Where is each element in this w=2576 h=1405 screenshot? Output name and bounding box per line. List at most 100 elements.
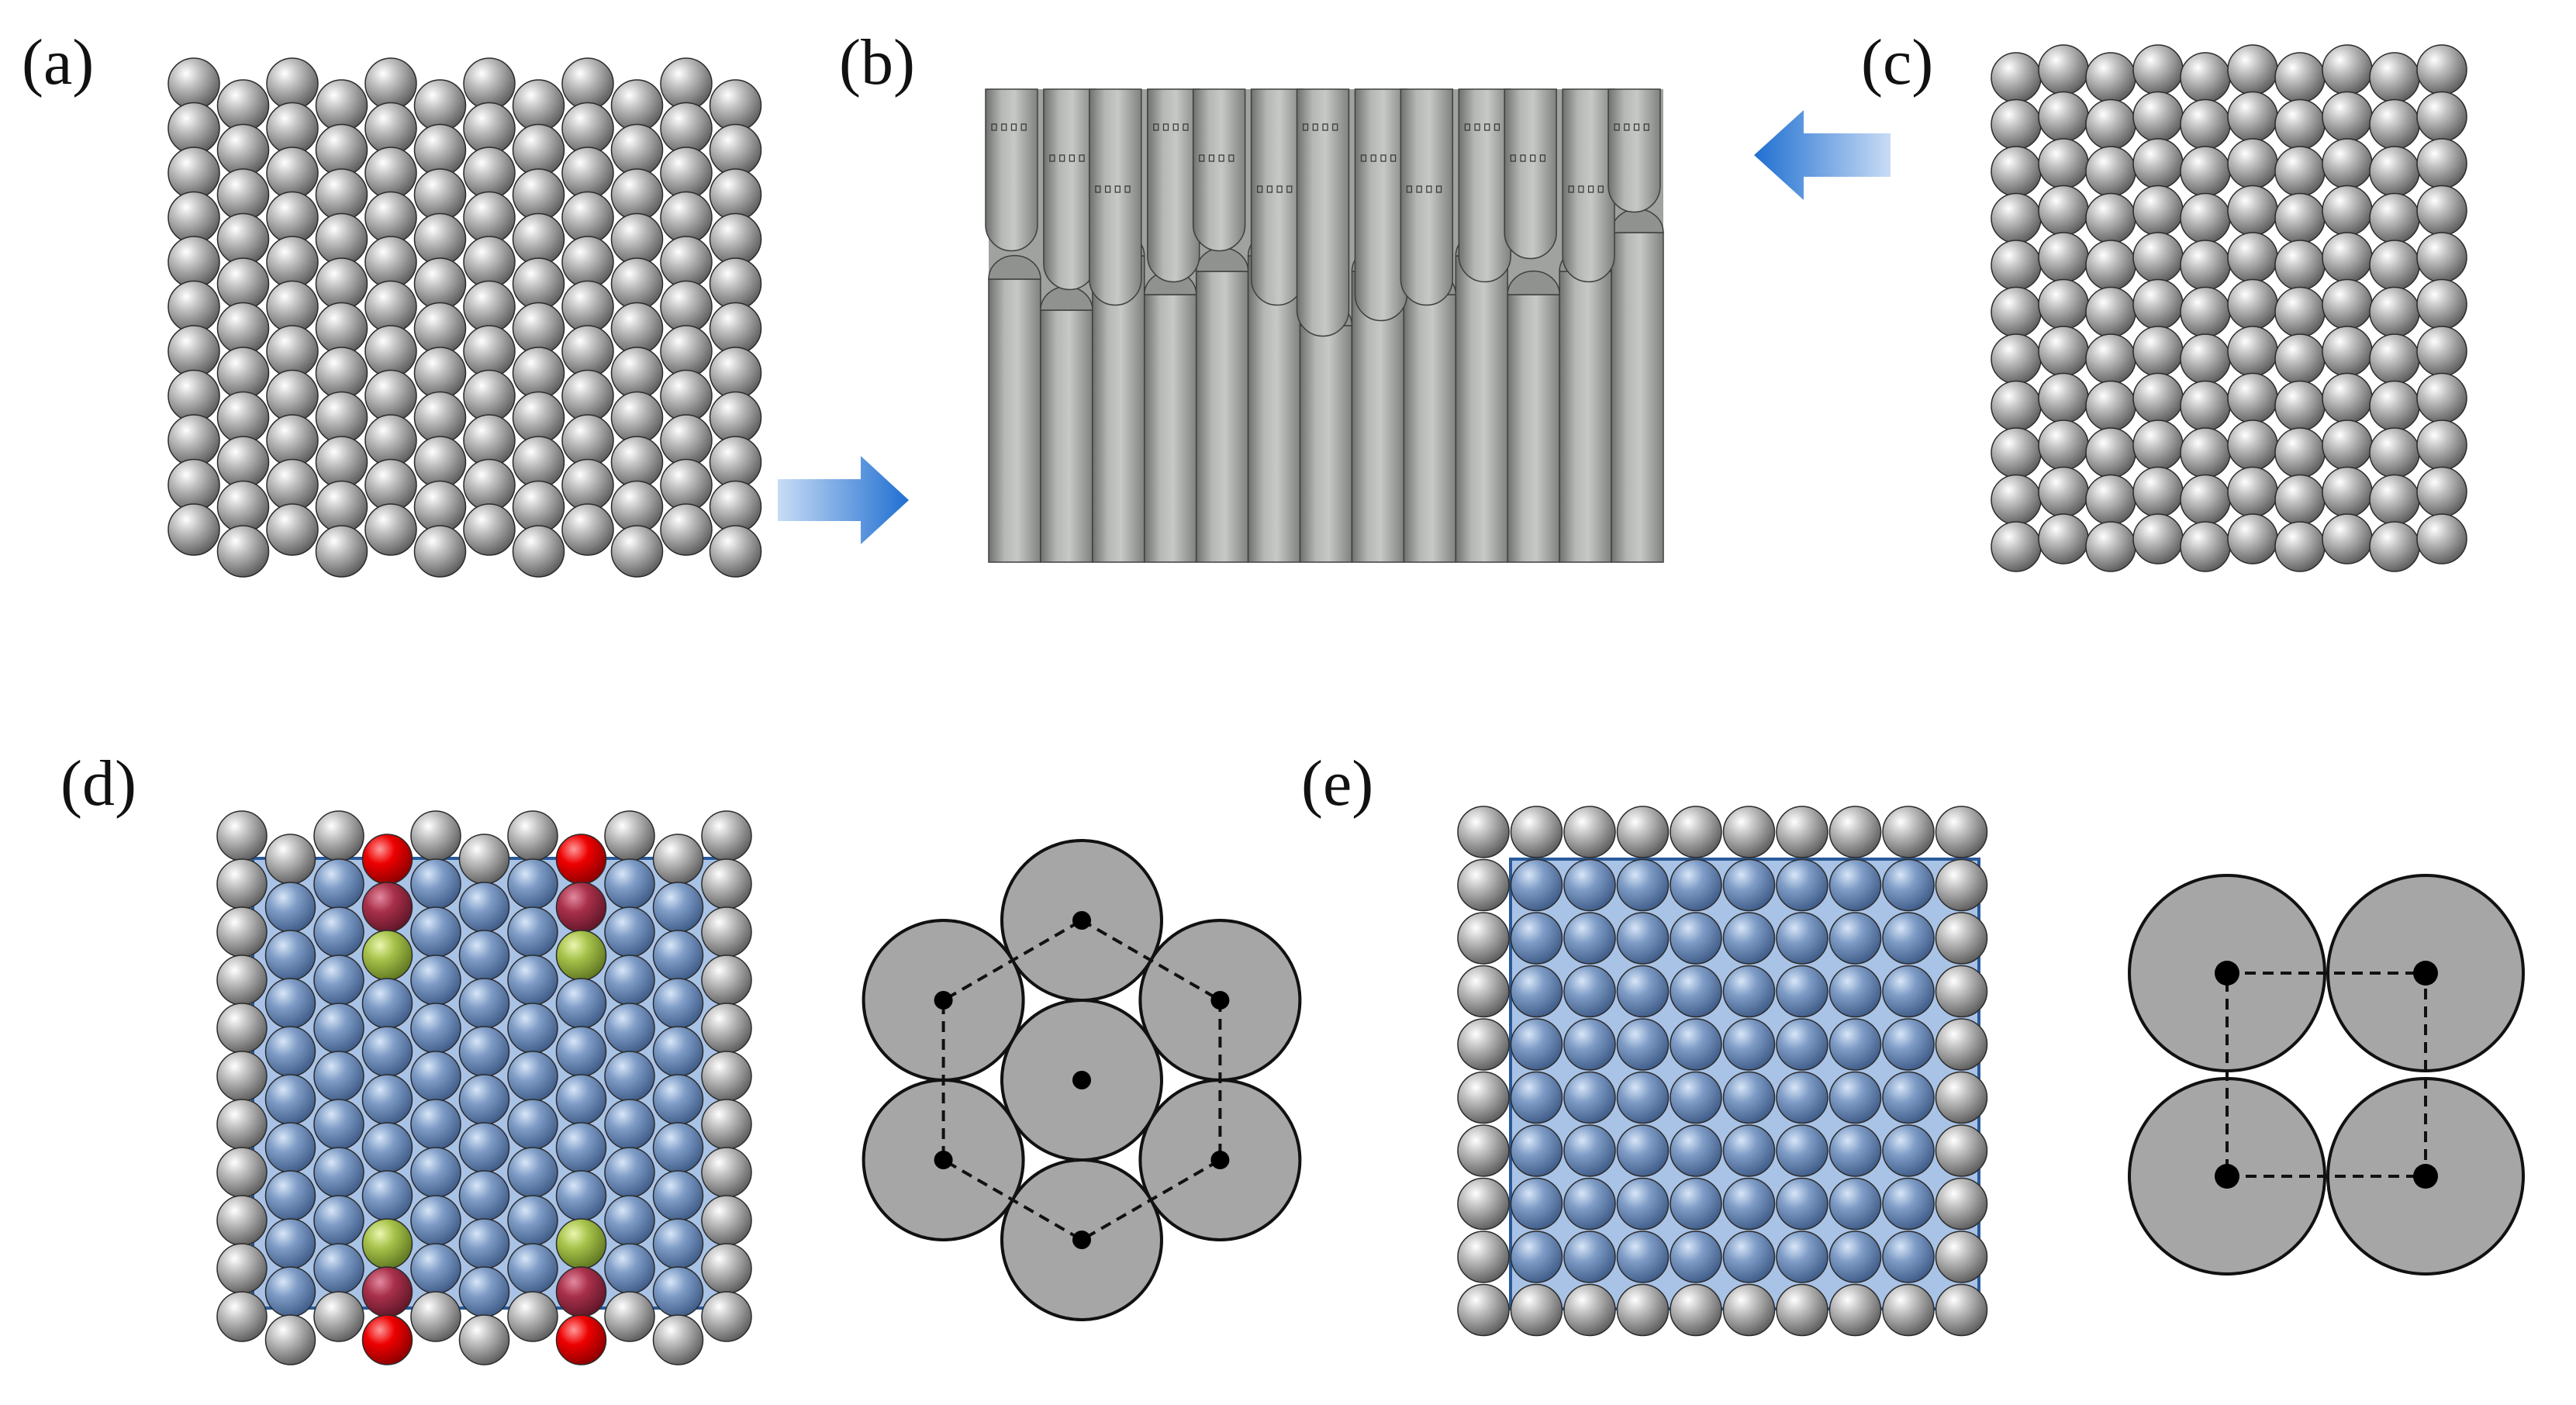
lattice-sphere [2180,474,2231,526]
region-sphere [1563,965,1616,1018]
boundary-sphere [1457,858,1510,912]
lattice-sphere [610,391,664,444]
cylinder-upper [1400,88,1454,306]
region-sphere [1563,1071,1616,1124]
lattice-sphere [1991,380,2042,432]
region-sphere [652,978,704,1029]
region-sphere [1722,965,1776,1018]
lattice-sphere [610,212,664,266]
region-sphere [1510,1124,1563,1177]
lattice-sphere [2416,278,2467,330]
lattice-sphere [216,436,270,488]
lattice-sphere [216,79,270,132]
lattice-sphere [2132,138,2184,189]
cylinder-notch [1114,185,1121,193]
lattice-sphere [660,503,713,556]
region-sphere [1510,965,1563,1018]
lattice-sphere [2227,513,2278,564]
region-sphere [1563,912,1616,965]
region-sphere [507,906,558,958]
cylinder-notch [1510,154,1516,162]
region-sphere [1722,1124,1776,1177]
boundary-sphere [1935,1177,1988,1231]
lattice-sphere [167,414,220,467]
lattice-sphere [266,458,319,512]
lattice-sphere [2322,185,2373,236]
lattice-sphere [2322,372,2373,424]
lattice-sphere [266,325,319,378]
boundary-sphere [1510,806,1563,858]
lattice-sphere [2274,52,2326,103]
region-sphere [410,1051,461,1102]
region-sphere [507,1003,558,1054]
lattice-sphere [709,79,762,132]
region-sphere [264,1026,316,1077]
boundary-sphere [216,1195,268,1246]
boundary-sphere [1935,806,1988,858]
boundary-sphere [1935,1124,1988,1177]
cylinder-notch [1539,154,1546,162]
cylinder-upper [1354,88,1408,321]
lattice-sphere [2180,286,2231,338]
boundary-sphere [1457,965,1510,1018]
lattice-sphere [216,302,270,355]
region-sphere [1670,1018,1722,1071]
region-sphere [1616,1231,1670,1283]
lattice-sphere [315,257,368,310]
region-sphere [507,1195,558,1246]
region-sphere [410,1243,461,1294]
cylinder-upper [1250,88,1304,306]
lattice-sphere [2322,278,2373,330]
lattice-sphere [2180,380,2231,432]
boundary-sphere [458,1314,510,1365]
boundary-sphere [216,1243,268,1294]
lattice-sphere [315,212,368,266]
region-sphere [1882,858,1935,912]
lattice-sphere [315,302,368,355]
region-sphere [313,1147,364,1198]
lattice-sphere [216,257,270,310]
lattice-sphere [463,57,516,110]
region-sphere [507,1099,558,1150]
region-sphere [604,1099,655,1150]
cylinder-notch [1322,123,1328,131]
boundary-sphere [1935,965,1988,1018]
lattice-sphere [2322,466,2373,518]
lattice-sphere [1991,52,2042,103]
region-sphere [264,1122,316,1173]
boundary-sphere [216,1147,268,1198]
lattice-sphere [709,212,762,266]
lattice-sphere [463,369,516,423]
region-sphere [1616,1071,1670,1124]
lattice-sphere [2038,278,2089,330]
region-sphere [313,1243,364,1294]
lattice-sphere [2180,333,2231,385]
cylinder-notch [1079,154,1085,162]
region-sphere [313,906,364,958]
cylinder-upper [1147,88,1200,282]
panel-b-cylinder-array [985,88,1664,563]
lattice-sphere [463,458,516,512]
boundary-sphere [216,810,268,861]
lattice-sphere [2227,278,2278,330]
region-sphere [1670,1177,1722,1231]
region-sphere [458,1074,510,1125]
panel-label-d: (d) [60,747,136,820]
boundary-sphere [1457,1018,1510,1071]
lattice-sphere [463,280,516,333]
region-sphere [555,1170,607,1221]
green-sphere [555,930,607,981]
lattice-sphere [1991,333,2042,385]
lattice-sphere [2132,513,2184,564]
boundary-sphere [410,1291,461,1342]
region-sphere [1776,1124,1828,1177]
panel-label-b: (b) [839,26,915,98]
boundary-sphere [1776,806,1828,858]
region-sphere [604,858,655,910]
lattice-sphere [2038,513,2089,564]
cylinder-lower [988,278,1041,563]
lattice-sphere [167,147,220,199]
lattice-sphere [364,147,417,199]
lattice-sphere [315,123,368,177]
